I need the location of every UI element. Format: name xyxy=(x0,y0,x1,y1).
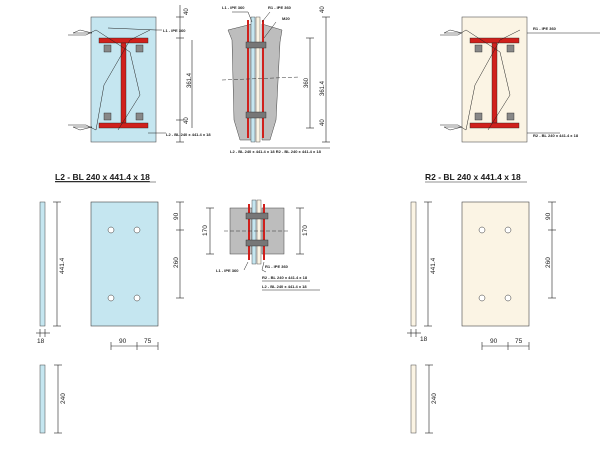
label-l1-top-center: L1 - IPE 360 xyxy=(222,5,245,10)
dim-top-left-40b: 40 xyxy=(184,117,190,124)
l2-dim-240: 240 xyxy=(60,393,67,404)
l2-front-plate xyxy=(90,201,159,327)
label-l2-top-left: L2 - BL 240 x 441.4 x 18 xyxy=(166,132,211,137)
dim-top-center-40b: 40 xyxy=(320,119,326,126)
r2-plate-view: R2 - BL 240 x 441.4 x 18 441.4 18 90 260… xyxy=(407,172,556,434)
l2-bottom-strip xyxy=(39,364,46,434)
r2-dim-90v: 90 xyxy=(545,212,552,220)
r2-dim-thickness: 18 xyxy=(420,336,428,343)
ibeam-bottom-flange xyxy=(98,122,149,129)
dim-top-left-361: 361.4 xyxy=(187,72,193,88)
l2-dim-90v: 90 xyxy=(173,212,180,220)
dim-top-center-361: 361.4 xyxy=(320,80,326,96)
detail-label-r2: R2 - BL 240 x 441.4 x 18 xyxy=(262,275,308,280)
r2-dim-height: 441.4 xyxy=(430,257,437,274)
dim-top-center-360: 360 xyxy=(304,77,310,88)
l2-dim-260: 260 xyxy=(173,257,180,268)
label-r1-top-center: R1 - IPE 360 xyxy=(268,5,292,10)
r2-dim-75: 75 xyxy=(515,338,523,345)
center-detail-view: 170 170 L1 - IPE 360 R1 - IPE 360 R2 - B… xyxy=(202,199,320,291)
l2-plate-view: L2 - BL 240 x 441.4 x 18 441.4 18 90 260… xyxy=(36,172,184,434)
l2-title: L2 - BL 240 x 441.4 x 18 xyxy=(55,172,150,182)
r2-front-plate xyxy=(461,201,530,327)
detail-label-l1: L1 - IPE 360 xyxy=(216,268,239,273)
bolt-group xyxy=(103,44,144,121)
label-r1-top-right: R1 - IPE 360 xyxy=(533,26,557,31)
detail-dim-170-left: 170 xyxy=(202,225,209,236)
l2-dim-thickness: 18 xyxy=(37,338,45,345)
r2-edge-strip xyxy=(410,201,417,327)
dim-top-left-40a: 40 xyxy=(184,8,190,15)
grey-beam-right xyxy=(261,23,283,141)
bolts-center xyxy=(245,41,267,119)
label-bottom-top-center: L2 - BL 240 x 441.4 x 18 R2 - BL 240 x 4… xyxy=(230,149,322,154)
detail-label-r1: R1 - IPE 360 xyxy=(265,264,289,269)
r2-dim-240: 240 xyxy=(431,393,438,404)
top-center-view: L1 - IPE 360 R1 - IPE 360 M20 L2 - BL 24… xyxy=(221,5,330,154)
r2-dim-260: 260 xyxy=(545,257,552,268)
r2-bottom-strip xyxy=(410,364,417,434)
detail-dim-170-right: 170 xyxy=(302,225,309,236)
r2-dim-90h: 90 xyxy=(490,338,498,345)
label-r2-top-right: R2 - BL 240 x 441.4 x 18 xyxy=(533,133,579,138)
top-left-view: 40 361.4 40 L1 - IPE 360 L2 - BL 240 x 4… xyxy=(68,5,211,143)
r2-title: R2 - BL 240 x 441.4 x 18 xyxy=(425,172,521,182)
label-weld-top-center: M20 xyxy=(282,16,291,21)
plate-right-center xyxy=(255,16,261,143)
label-l1-top-left: L1 - IPE 360 xyxy=(163,28,186,33)
ibeam-web xyxy=(120,42,127,124)
detail-label-l2: L2 - BL 240 x 441.4 x 18 xyxy=(262,284,307,289)
ibeam-top-flange xyxy=(98,37,149,44)
l2-dim-90h: 90 xyxy=(119,338,127,345)
l2-edge-strip xyxy=(39,201,46,327)
plate-left-center xyxy=(250,16,256,143)
top-right-view: R1 - IPE 360 R2 - BL 240 x 441.4 x 18 xyxy=(440,16,600,143)
l2-dim-75: 75 xyxy=(144,338,152,345)
dim-top-center-40a: 40 xyxy=(320,6,326,13)
l2-dim-height: 441.4 xyxy=(59,257,66,274)
